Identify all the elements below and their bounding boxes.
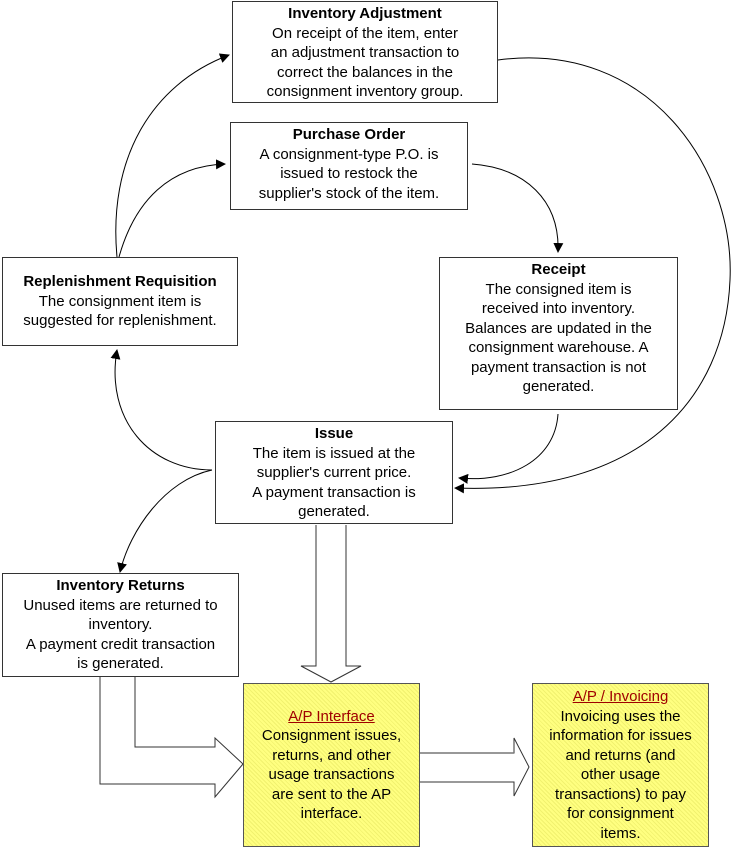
node-description: Unused items are returned to inventory. … — [23, 596, 218, 673]
node-description: On receipt of the item, enter an adjustm… — [266, 24, 464, 101]
node-title: Issue — [314, 425, 354, 442]
edge-receipt-to-issue — [458, 413, 559, 484]
node-title: Inventory Adjustment — [288, 5, 442, 22]
node-title: Replenishment Requisition — [23, 273, 217, 291]
ap-invoicing-link[interactable]: A/P / Invoicing — [572, 688, 669, 705]
node-issue: Issue The item is issued at the supplier… — [215, 421, 453, 524]
block-arrow-ap-interface-to-invoicing — [419, 737, 530, 797]
ap-interface-link[interactable]: A/P Interface — [288, 707, 375, 725]
block-arrow-issue-to-ap-interface — [300, 525, 362, 683]
node-ap-interface: A/P Interface Consignment issues, return… — [243, 683, 420, 847]
node-ap-invoicing: A/P / Invoicing Invoicing uses the infor… — [532, 683, 709, 847]
edge-adjustment-to-issue — [454, 57, 731, 494]
node-title: Receipt — [531, 261, 586, 278]
edge-purchase-order-to-receipt — [471, 163, 564, 253]
node-title: Inventory Returns — [56, 577, 185, 594]
edge-replenishment-to-adjustment — [115, 53, 230, 258]
node-title: Purchase Order — [292, 126, 406, 143]
node-description: Invoicing uses the information for issue… — [549, 707, 692, 842]
node-replenishment-requisition: Replenishment Requisition The consignmen… — [2, 257, 238, 346]
edge-replenishment-to-purchase-order — [118, 159, 226, 258]
node-description: A consignment-type P.O. is issued to res… — [258, 145, 440, 202]
block-arrow-returns-to-ap-interface — [99, 677, 244, 799]
node-purchase-order: Purchase Order A consignment-type P.O. i… — [230, 122, 468, 210]
node-description: The consigned item is received into inve… — [465, 280, 652, 396]
edge-issue-to-replenishment — [110, 349, 213, 471]
node-inventory-adjustment: Inventory Adjustment On receipt of the i… — [232, 1, 498, 103]
node-description: The item is issued at the supplier's cur… — [252, 444, 416, 521]
node-receipt: Receipt The consigned item is received i… — [439, 257, 678, 410]
node-inventory-returns: Inventory Returns Unused items are retur… — [2, 573, 239, 677]
node-description: The consignment item is suggested for re… — [23, 292, 217, 330]
edge-issue-to-returns — [117, 469, 213, 573]
node-description: Consignment issues, returns, and other u… — [261, 727, 402, 822]
